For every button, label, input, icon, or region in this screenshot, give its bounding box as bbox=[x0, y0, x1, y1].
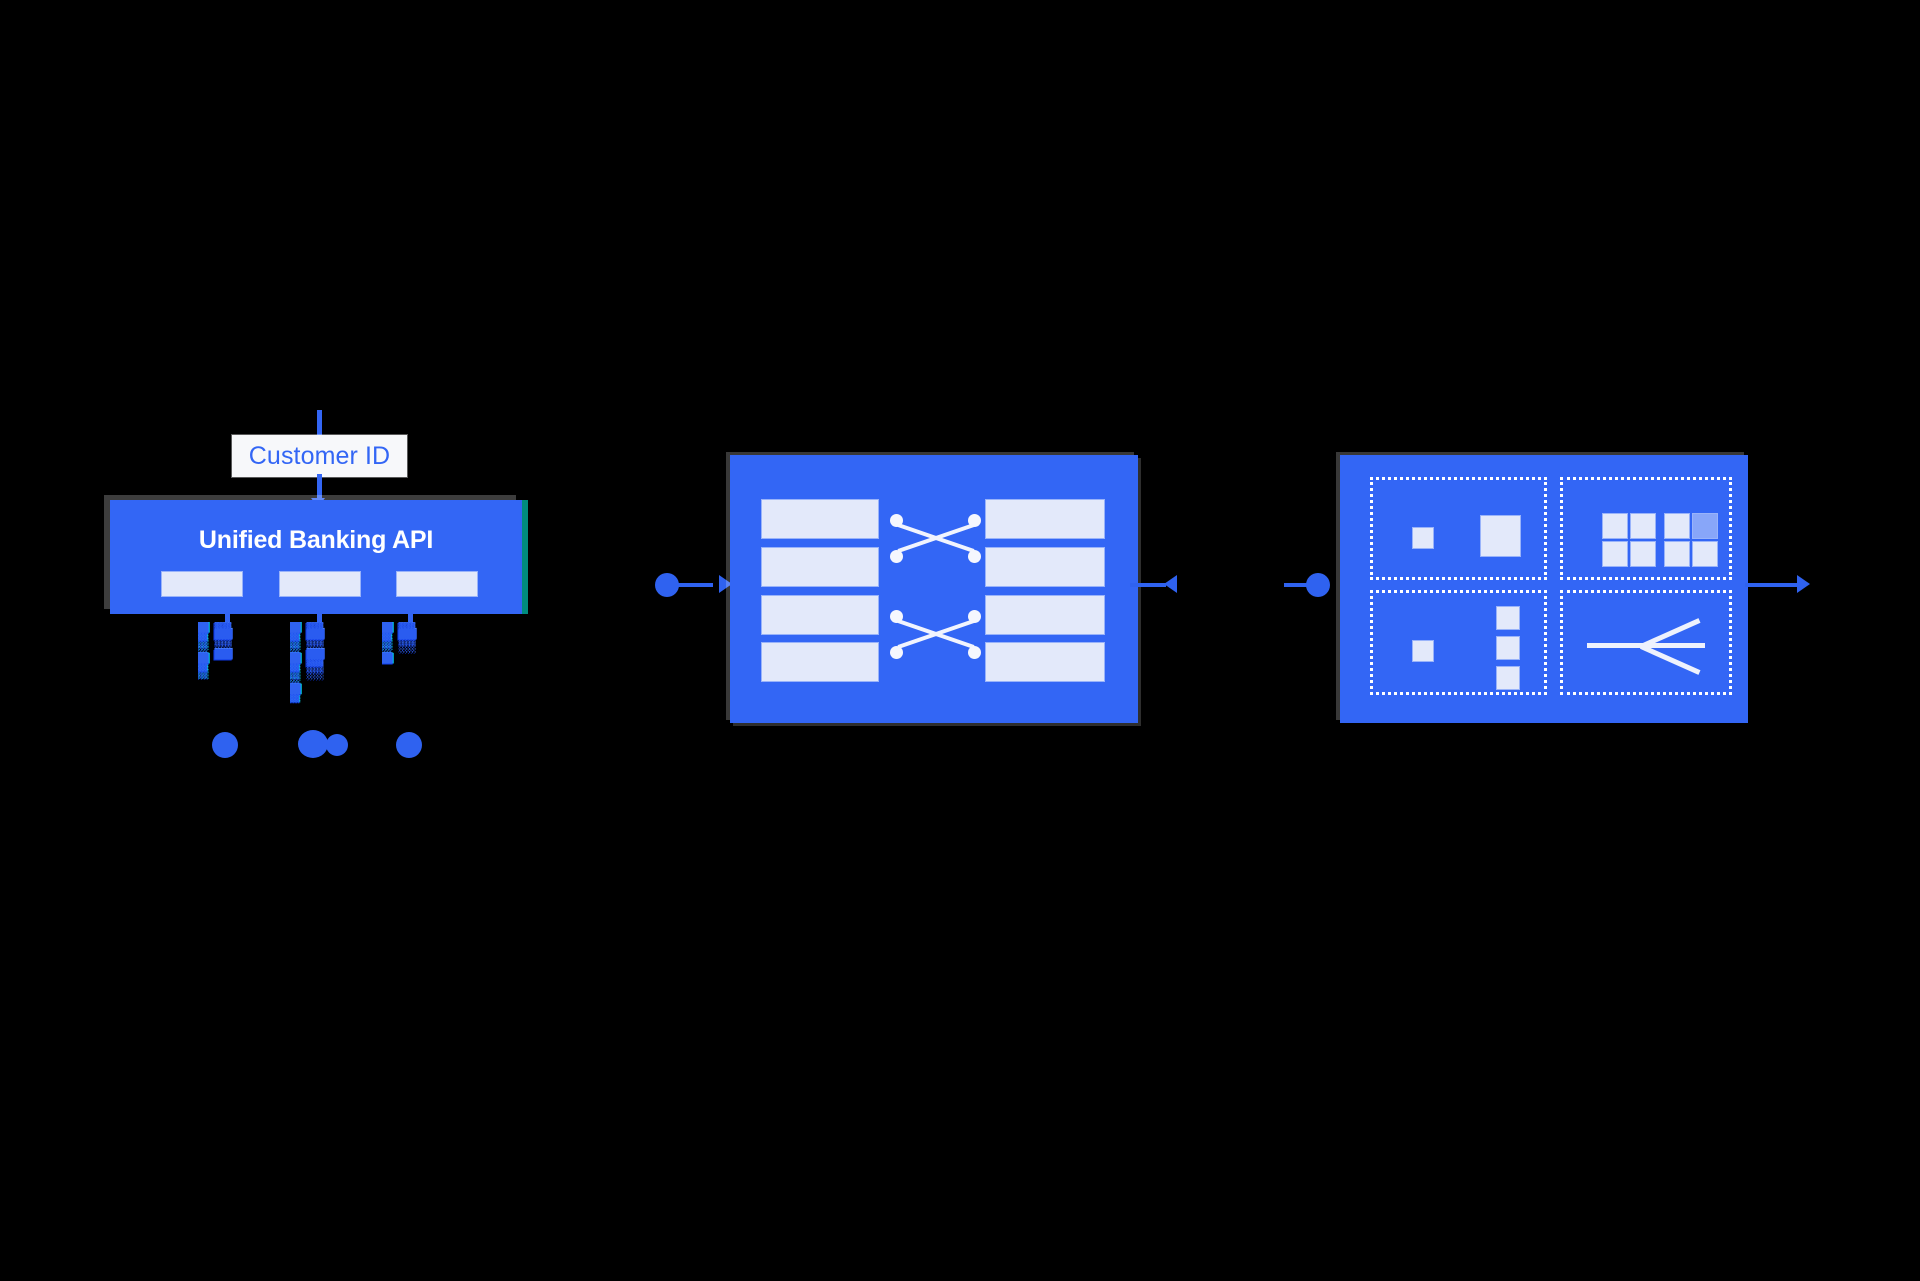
mapping-node-dot-icon bbox=[968, 550, 981, 563]
arrow-right-icon bbox=[1797, 575, 1810, 593]
mapping-node-dot-icon bbox=[968, 646, 981, 659]
grid-2x2-icon bbox=[1603, 514, 1659, 570]
customer-id-connector-bottom-segment bbox=[317, 474, 322, 502]
connector-line bbox=[1745, 583, 1801, 587]
mapping-source-bar[interactable] bbox=[762, 596, 878, 634]
api-output-label-glitched: █▓▒░█▓▒ ▓█▒░█ bbox=[198, 622, 264, 758]
mapping-target-bar[interactable] bbox=[986, 548, 1104, 586]
grid-cell bbox=[1665, 514, 1689, 538]
customer-id-label[interactable]: Customer ID bbox=[232, 435, 407, 477]
mapping-source-bar[interactable] bbox=[762, 500, 878, 538]
connector-api-to-mapping bbox=[655, 562, 775, 608]
unified-banking-api-panel[interactable]: Unified Banking API bbox=[110, 500, 522, 614]
api-output-stem bbox=[408, 614, 413, 632]
mapping-source-bar[interactable] bbox=[762, 548, 878, 586]
connector-line bbox=[675, 583, 713, 587]
api-output-stem bbox=[225, 614, 230, 632]
small-square-icon bbox=[1413, 528, 1433, 548]
grid-2x2-icon-dimmed-cell bbox=[1665, 514, 1721, 570]
large-square-icon bbox=[1481, 516, 1520, 556]
mapping-node-dot-icon bbox=[890, 514, 903, 527]
mapping-node-dot-icon bbox=[890, 646, 903, 659]
arrow-left-icon bbox=[1164, 575, 1177, 593]
small-square-icon bbox=[1413, 641, 1433, 661]
grid-cell bbox=[1665, 542, 1689, 566]
glitch-blob-icon bbox=[298, 730, 328, 758]
field-mapping-panel[interactable] bbox=[730, 455, 1138, 723]
customer-id-label-text: Customer ID bbox=[248, 441, 391, 470]
grid-cell bbox=[1693, 542, 1717, 566]
stack-item-icon bbox=[1497, 607, 1519, 629]
mapping-crossing-icon bbox=[890, 610, 981, 659]
arrow-right-icon bbox=[719, 575, 732, 593]
grid-cell bbox=[1603, 542, 1627, 566]
connector-catalog-outbound bbox=[1745, 562, 1855, 608]
api-output-label-glitched: █▓▒░█▓▒░█▓ ▓█▒░█▓▒░ bbox=[290, 622, 356, 758]
mapping-node-dot-icon bbox=[890, 550, 903, 563]
mapping-node-dot-icon bbox=[890, 610, 903, 623]
glitched-label-text: █▓▒░█▓▒░█▓ bbox=[290, 622, 300, 700]
mapping-target-bar[interactable] bbox=[986, 596, 1104, 634]
glitched-label-text: █▓▒░█▓▒ bbox=[198, 622, 208, 677]
mapping-source-bar[interactable] bbox=[762, 643, 878, 681]
catalog-quadrant-grids[interactable] bbox=[1560, 477, 1732, 580]
stack-item-icon bbox=[1497, 637, 1519, 659]
grid-cell bbox=[1631, 514, 1655, 538]
catalog-quadrant-stack[interactable] bbox=[1370, 590, 1547, 695]
mapping-target-bar[interactable] bbox=[986, 500, 1104, 538]
merge-branch-line bbox=[1639, 644, 1701, 675]
merge-trunk-line bbox=[1587, 643, 1665, 648]
connector-line bbox=[1130, 583, 1166, 587]
merge-branch-line bbox=[1641, 643, 1705, 648]
mapping-crossing-icon bbox=[890, 514, 981, 563]
api-output-stem bbox=[317, 614, 322, 632]
grid-cell bbox=[1603, 514, 1627, 538]
mapping-node-dot-icon bbox=[968, 514, 981, 527]
grid-cell-dimmed bbox=[1693, 514, 1717, 538]
glitched-label-text: ▓█▒░█ bbox=[215, 622, 232, 656]
api-endpoint-bar[interactable] bbox=[162, 572, 242, 596]
glitch-blob-icon bbox=[396, 732, 422, 758]
glitch-blob-icon bbox=[326, 734, 348, 756]
api-endpoint-bar[interactable] bbox=[280, 572, 360, 596]
glitch-blob-icon bbox=[212, 732, 238, 758]
connector-endpoint-dot-icon bbox=[1306, 573, 1330, 597]
glitched-label-text: ▓█▒░█▓▒░ bbox=[307, 622, 324, 676]
api-endpoint-bar[interactable] bbox=[397, 572, 477, 596]
mapping-node-dot-icon bbox=[968, 610, 981, 623]
catalog-quadrant-merge[interactable] bbox=[1560, 590, 1732, 695]
catalog-quadrant-squares[interactable] bbox=[1370, 477, 1547, 580]
api-output-label-glitched: █▓▒░█ ▓█▒░ bbox=[382, 622, 448, 758]
page-title: Unified Banking API bbox=[198, 526, 434, 554]
mapping-target-bar[interactable] bbox=[986, 643, 1104, 681]
glitched-label-text: █▓▒░█ bbox=[382, 622, 392, 661]
grid-cell bbox=[1631, 542, 1655, 566]
glitched-label-text: ▓█▒░ bbox=[399, 622, 416, 649]
customer-id-connector-top-segment bbox=[317, 410, 322, 440]
stack-item-icon bbox=[1497, 667, 1519, 689]
data-catalog-panel[interactable] bbox=[1340, 455, 1748, 723]
connector-mapping-to-catalog bbox=[1130, 562, 1340, 608]
unified-api-group: Customer ID Unified Banking API █▓▒░█▓▒ … bbox=[110, 400, 530, 760]
merge-fan-icon bbox=[1587, 618, 1709, 675]
connector-line bbox=[1284, 583, 1314, 587]
